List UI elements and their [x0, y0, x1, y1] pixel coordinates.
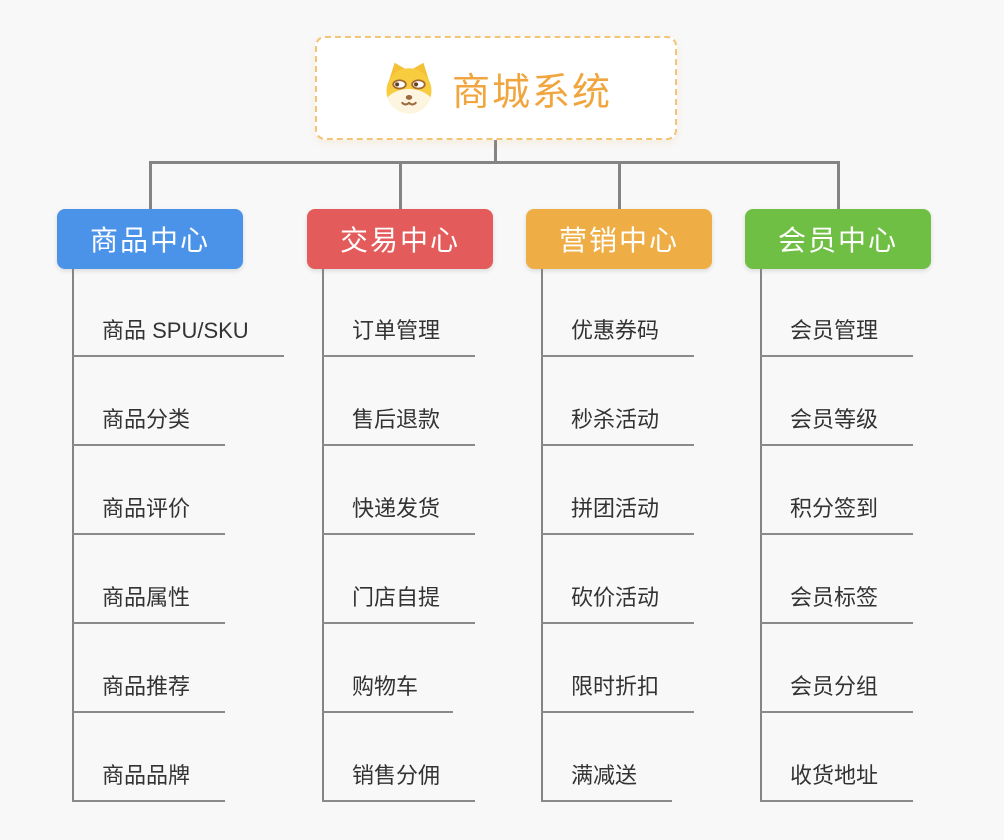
branch-child-spine	[322, 269, 324, 802]
leaf-node[interactable]: 商品属性	[72, 584, 226, 624]
branch-child-spine	[541, 269, 543, 802]
leaf-node[interactable]: 砍价活动	[541, 584, 695, 624]
leaf-node[interactable]: 商品推荐	[72, 673, 226, 713]
leaf-node[interactable]: 门店自提	[322, 584, 476, 624]
connector-drop	[618, 161, 621, 210]
leaf-node[interactable]: 购物车	[322, 673, 454, 713]
branch-label: 营销中心	[558, 225, 679, 256]
branch-label: 会员中心	[777, 225, 898, 256]
leaf-node[interactable]: 满减送	[541, 762, 673, 802]
connector-root-stem	[494, 140, 497, 163]
leaf-node[interactable]: 秒杀活动	[541, 406, 695, 446]
leaf-node[interactable]: 收货地址	[760, 762, 914, 802]
branch-node-member-center[interactable]: 会员中心	[745, 209, 931, 269]
branch-node-trade-center[interactable]: 交易中心	[307, 209, 493, 269]
branch-child-spine	[72, 269, 74, 802]
leaf-node[interactable]: 限时折扣	[541, 673, 695, 713]
leaf-node[interactable]: 商品评价	[72, 495, 226, 535]
connector-horizontal-bar	[149, 161, 840, 164]
leaf-node[interactable]: 订单管理	[322, 317, 476, 357]
connector-drop	[399, 161, 402, 210]
branch-child-spine	[760, 269, 762, 802]
branch-node-marketing-center[interactable]: 营销中心	[526, 209, 712, 269]
leaf-node[interactable]: 会员分组	[760, 673, 914, 713]
leaf-node[interactable]: 商品品牌	[72, 762, 226, 802]
branch-node-product-center[interactable]: 商品中心	[57, 209, 243, 269]
leaf-node[interactable]: 积分签到	[760, 495, 914, 535]
connector-drop	[149, 161, 152, 210]
branch-label: 交易中心	[339, 225, 460, 256]
leaf-node[interactable]: 商品 SPU/SKU	[72, 317, 284, 357]
leaf-node[interactable]: 优惠券码	[541, 317, 695, 357]
leaf-node[interactable]: 拼团活动	[541, 495, 695, 535]
root-title: 商城系统	[451, 71, 612, 114]
branch-label: 商品中心	[89, 225, 210, 256]
leaf-node[interactable]: 会员管理	[760, 317, 914, 357]
leaf-node[interactable]: 销售分佣	[322, 762, 476, 802]
leaf-node[interactable]: 售后退款	[322, 406, 476, 446]
root-node[interactable]: 商城系统	[315, 36, 677, 140]
connector-drop	[837, 161, 840, 210]
leaf-node[interactable]: 快递发货	[322, 495, 476, 535]
dog-face-icon	[386, 62, 432, 114]
leaf-node[interactable]: 会员等级	[760, 406, 914, 446]
leaf-node[interactable]: 会员标签	[760, 584, 914, 624]
leaf-node[interactable]: 商品分类	[72, 406, 226, 446]
